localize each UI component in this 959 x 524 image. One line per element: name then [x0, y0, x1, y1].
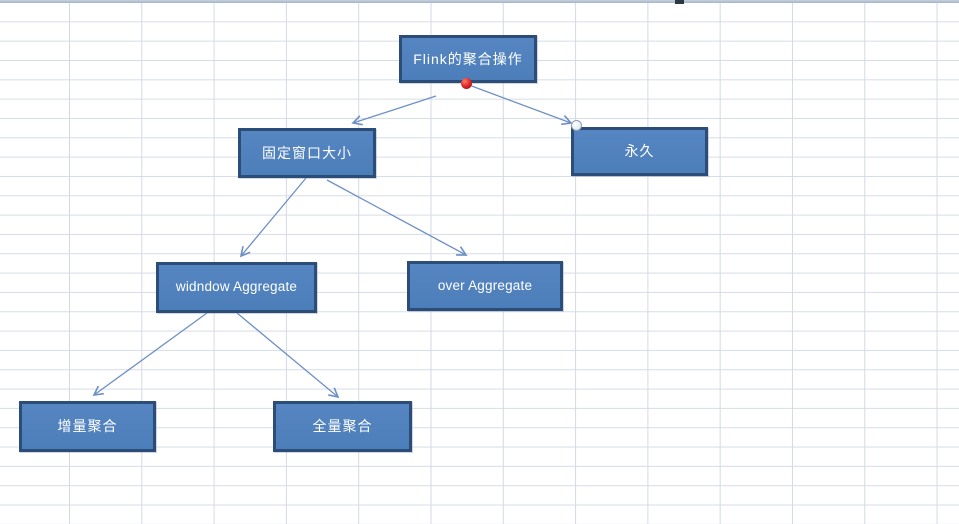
node-label: Flink的聚合操作 [413, 50, 523, 67]
sheet-top-border [0, 0, 959, 3]
node-label: 永久 [624, 143, 655, 160]
node-label: 全量聚合 [312, 418, 373, 435]
connector-window-aggregate-to-incremental[interactable] [92, 312, 208, 397]
connector-endpoint-red-handle[interactable] [461, 78, 472, 89]
connector-fixed-window-to-window-aggregate[interactable] [239, 177, 307, 258]
node-window-aggregate[interactable]: widndow Aggregate [156, 262, 317, 313]
node-fixed-window-size[interactable]: 固定窗口大小 [238, 128, 376, 178]
connector-endpoint-circle-handle[interactable] [571, 120, 582, 131]
connector-fixed-window-to-over-aggregate[interactable] [326, 179, 468, 256]
node-incremental-aggregation[interactable]: 增量聚合 [19, 401, 156, 452]
node-label: over Aggregate [437, 277, 533, 293]
node-full-aggregation[interactable]: 全量聚合 [273, 401, 412, 452]
node-label: 固定窗口大小 [262, 144, 352, 161]
node-forever[interactable]: 永久 [571, 127, 708, 176]
connector-root-to-forever[interactable] [468, 84, 573, 126]
connector-window-aggregate-to-full[interactable] [236, 312, 340, 399]
node-label: 增量聚合 [57, 418, 118, 435]
node-over-aggregate[interactable]: over Aggregate [407, 261, 563, 311]
node-flink-aggregation-root[interactable]: Flink的聚合操作 [399, 35, 537, 83]
connector-root-to-fixed-window[interactable] [351, 95, 437, 126]
column-divider-tick [675, 0, 684, 4]
node-label: widndow Aggregate [175, 279, 298, 295]
